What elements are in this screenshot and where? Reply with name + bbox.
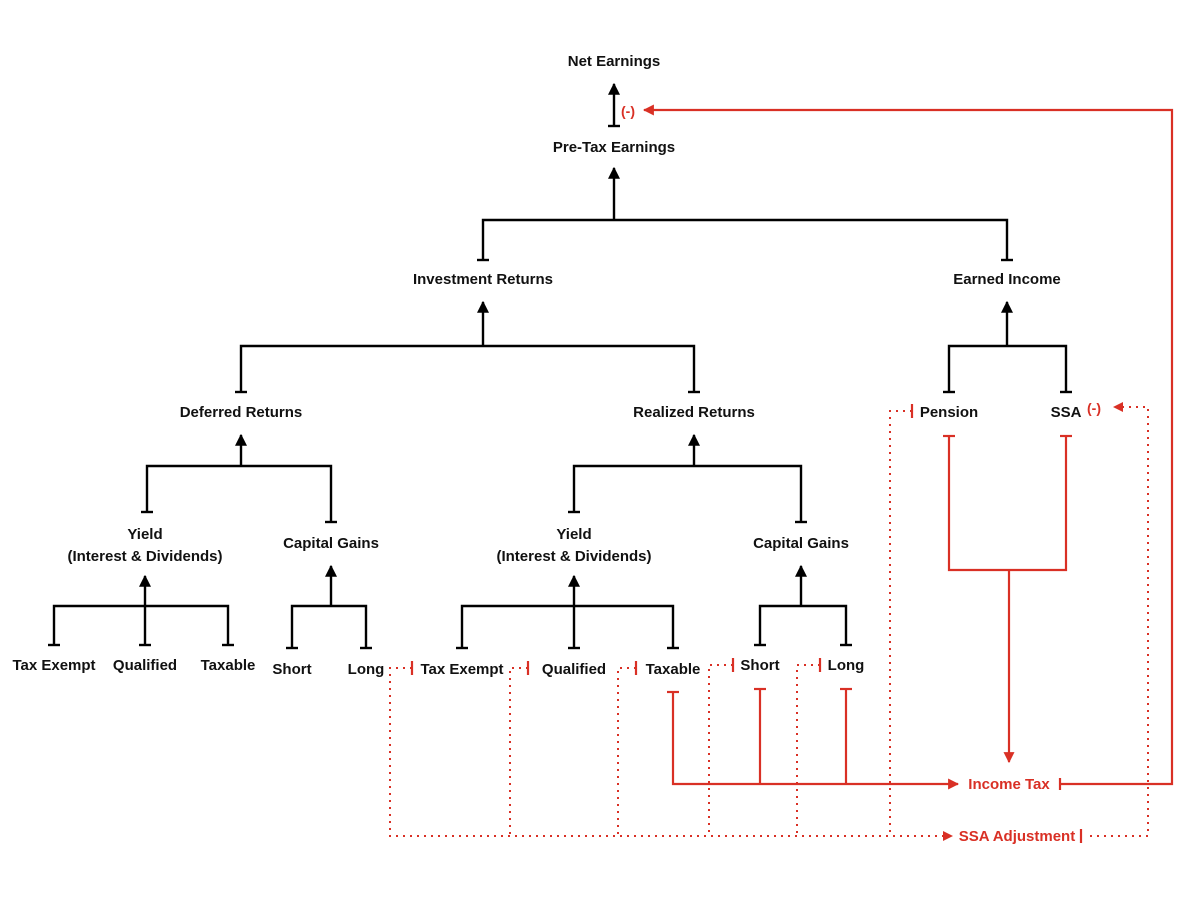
- node-labels: Net Earnings Pre-Tax Earnings Investment…: [12, 53, 1081, 678]
- connector-realized-cg: [754, 564, 852, 647]
- node-deferred-tax-exempt: Tax Exempt: [12, 657, 95, 674]
- node-deferred-yield-line1: Yield: [127, 526, 162, 543]
- node-realized-qualified: Qualified: [542, 661, 606, 678]
- tax-flows: [389, 104, 1174, 843]
- ssa-adjustment-flow: [389, 402, 1149, 843]
- node-pension: Pension: [920, 404, 978, 421]
- ssa-adjustment-label: SSA Adjustment: [959, 828, 1075, 845]
- connector-earned: [943, 300, 1072, 394]
- node-deferred-taxable: Taxable: [201, 657, 256, 674]
- net-minus-indicator: (-): [621, 103, 635, 119]
- node-deferred-returns: Deferred Returns: [180, 404, 303, 421]
- connector-deferred-yield: [48, 574, 234, 647]
- node-realized-yield-line1: Yield: [556, 526, 591, 543]
- income-tax-label: Income Tax: [968, 776, 1050, 793]
- connector-realized: [568, 433, 807, 524]
- earned-income-tax-flow: [943, 434, 1072, 764]
- node-deferred-capital-gains: Capital Gains: [283, 535, 379, 552]
- connector-pretax-to-net: [608, 82, 620, 128]
- connector-deferred: [141, 433, 337, 524]
- node-realized-capital-gains: Capital Gains: [753, 535, 849, 552]
- node-realized-tax-exempt: Tax Exempt: [420, 661, 503, 678]
- node-ssa: SSA: [1051, 404, 1082, 421]
- node-deferred-long: Long: [348, 661, 385, 678]
- ssa-minus-indicator: (-): [1087, 400, 1101, 416]
- node-realized-short: Short: [740, 657, 779, 674]
- income-tax-to-net-flow: [642, 104, 1174, 790]
- node-deferred-yield-line2: (Interest & Dividends): [67, 548, 222, 565]
- node-investment-returns: Investment Returns: [413, 271, 553, 288]
- node-realized-long: Long: [828, 657, 865, 674]
- connector-deferred-cg: [286, 564, 372, 650]
- node-deferred-short: Short: [272, 661, 311, 678]
- node-realized-yield-line2: (Interest & Dividends): [496, 548, 651, 565]
- realized-income-tax-flow: [667, 687, 960, 790]
- connector-realized-yield: [456, 574, 679, 650]
- aggregation-tree: [48, 82, 1072, 650]
- node-realized-returns: Realized Returns: [633, 404, 755, 421]
- node-realized-taxable: Taxable: [646, 661, 701, 678]
- node-net-earnings: Net Earnings: [568, 53, 661, 70]
- node-earned-income: Earned Income: [953, 271, 1061, 288]
- node-pre-tax-earnings: Pre-Tax Earnings: [553, 139, 675, 156]
- connector-investment: [235, 300, 700, 394]
- connector-level1: [477, 166, 1013, 262]
- node-deferred-qualified: Qualified: [113, 657, 177, 674]
- tax-labels: Income Tax SSA Adjustment (-) (-): [621, 103, 1101, 845]
